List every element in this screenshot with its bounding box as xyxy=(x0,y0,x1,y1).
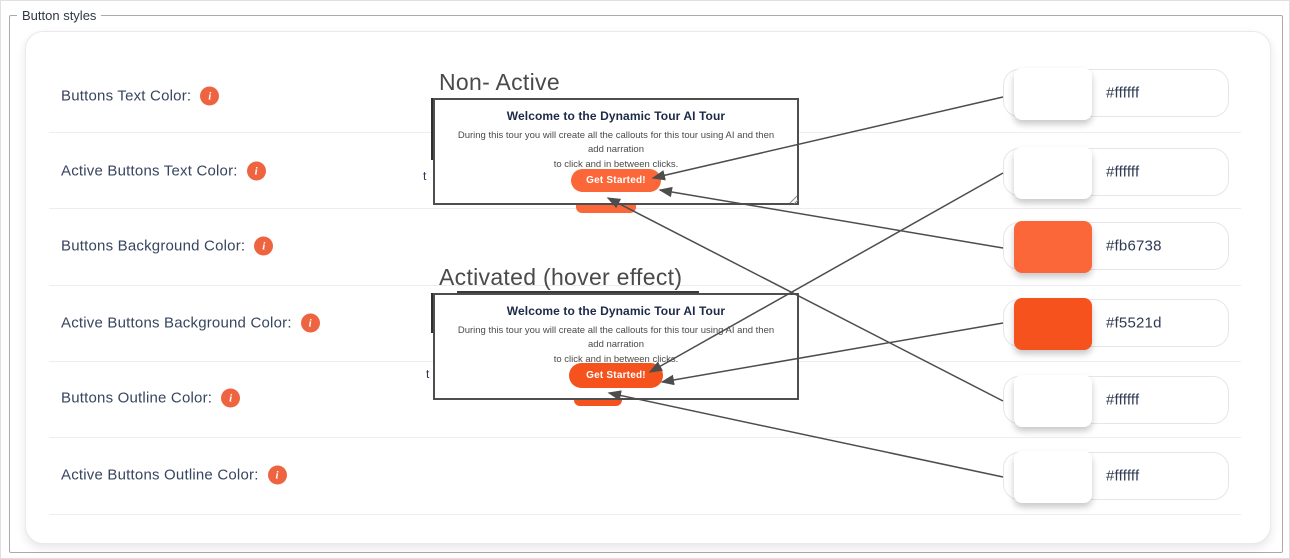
setting-label: Active Buttons Text Color: xyxy=(61,162,238,180)
background-artifact xyxy=(576,204,636,213)
color-hex-value: #ffffff xyxy=(1106,391,1140,409)
row-buttons-outline-color: Buttons Outline Color: i xyxy=(61,388,241,408)
color-chip[interactable] xyxy=(1014,147,1092,199)
color-hex-value: #ffffff xyxy=(1106,163,1140,181)
color-chip[interactable] xyxy=(1014,375,1092,427)
color-picker-buttons-outline[interactable]: #ffffff xyxy=(1003,375,1229,427)
tour-body-line1: During this tour you will create all the… xyxy=(457,130,775,156)
tour-dialog-title: Welcome to the Dynamic Tour AI Tour xyxy=(506,304,726,318)
background-artifact: t xyxy=(423,169,427,183)
tour-preview-nonactive: Welcome to the Dynamic Tour AI Tour Duri… xyxy=(433,98,799,205)
row-active-buttons-text-color: Active Buttons Text Color: i xyxy=(61,161,266,181)
color-picker-buttons-text[interactable]: #ffffff xyxy=(1003,68,1229,120)
info-icon[interactable]: i xyxy=(246,161,266,181)
row-divider xyxy=(49,514,1241,515)
color-picker-active-buttons-text[interactable]: #ffffff xyxy=(1003,147,1229,199)
row-divider xyxy=(49,437,1241,438)
info-icon[interactable]: i xyxy=(267,465,287,485)
color-hex-value: #f5521d xyxy=(1106,314,1162,332)
panel-border xyxy=(9,15,1283,553)
row-active-buttons-outline-color: Active Buttons Outline Color: i xyxy=(61,465,287,485)
panel-legend: Button styles xyxy=(17,8,102,23)
tour-body-line1: During this tour you will create all the… xyxy=(457,325,775,351)
tour-dialog-title: Welcome to the Dynamic Tour AI Tour xyxy=(506,109,726,123)
color-chip[interactable] xyxy=(1014,221,1092,273)
setting-label: Active Buttons Outline Color: xyxy=(61,466,259,484)
get-started-button-preview-hover: Get Started! xyxy=(569,363,663,388)
preview-heading-activated: Activated (hover effect) xyxy=(439,264,683,290)
setting-label: Buttons Background Color: xyxy=(61,237,246,255)
row-active-buttons-background-color: Active Buttons Background Color: i xyxy=(61,313,320,333)
tour-dialog-body: During this tour you will create all the… xyxy=(449,129,782,172)
setting-label: Buttons Outline Color: xyxy=(61,389,213,407)
color-hex-value: #fb6738 xyxy=(1106,237,1162,255)
get-started-button-preview: Get Started! xyxy=(571,169,661,192)
setting-label: Active Buttons Background Color: xyxy=(61,314,292,332)
color-chip[interactable] xyxy=(1014,451,1092,503)
color-chip[interactable] xyxy=(1014,68,1092,120)
preview-heading-nonactive: Non- Active xyxy=(439,69,560,95)
row-buttons-background-color: Buttons Background Color: i xyxy=(61,236,274,256)
tour-preview-activated: Welcome to the Dynamic Tour AI Tour Duri… xyxy=(433,293,799,400)
row-buttons-text-color: Buttons Text Color: i xyxy=(61,86,220,106)
color-hex-value: #ffffff xyxy=(1106,467,1140,485)
background-artifact xyxy=(574,399,622,406)
tour-dialog-body: During this tour you will create all the… xyxy=(449,324,782,367)
tour-body-line2: to click and in between clicks. xyxy=(553,158,679,170)
color-chip[interactable] xyxy=(1014,298,1092,350)
info-icon[interactable]: i xyxy=(221,388,241,408)
row-divider xyxy=(49,208,1241,209)
setting-label: Buttons Text Color: xyxy=(61,87,192,105)
info-icon[interactable]: i xyxy=(200,86,220,106)
info-icon[interactable]: i xyxy=(254,236,274,256)
color-hex-value: #ffffff xyxy=(1106,84,1140,102)
color-picker-buttons-background[interactable]: #fb6738 xyxy=(1003,221,1229,273)
color-picker-active-buttons-background[interactable]: #f5521d xyxy=(1003,298,1229,350)
color-picker-active-buttons-outline[interactable]: #ffffff xyxy=(1003,451,1229,503)
info-icon[interactable]: i xyxy=(300,313,320,333)
background-artifact: t xyxy=(426,367,430,381)
